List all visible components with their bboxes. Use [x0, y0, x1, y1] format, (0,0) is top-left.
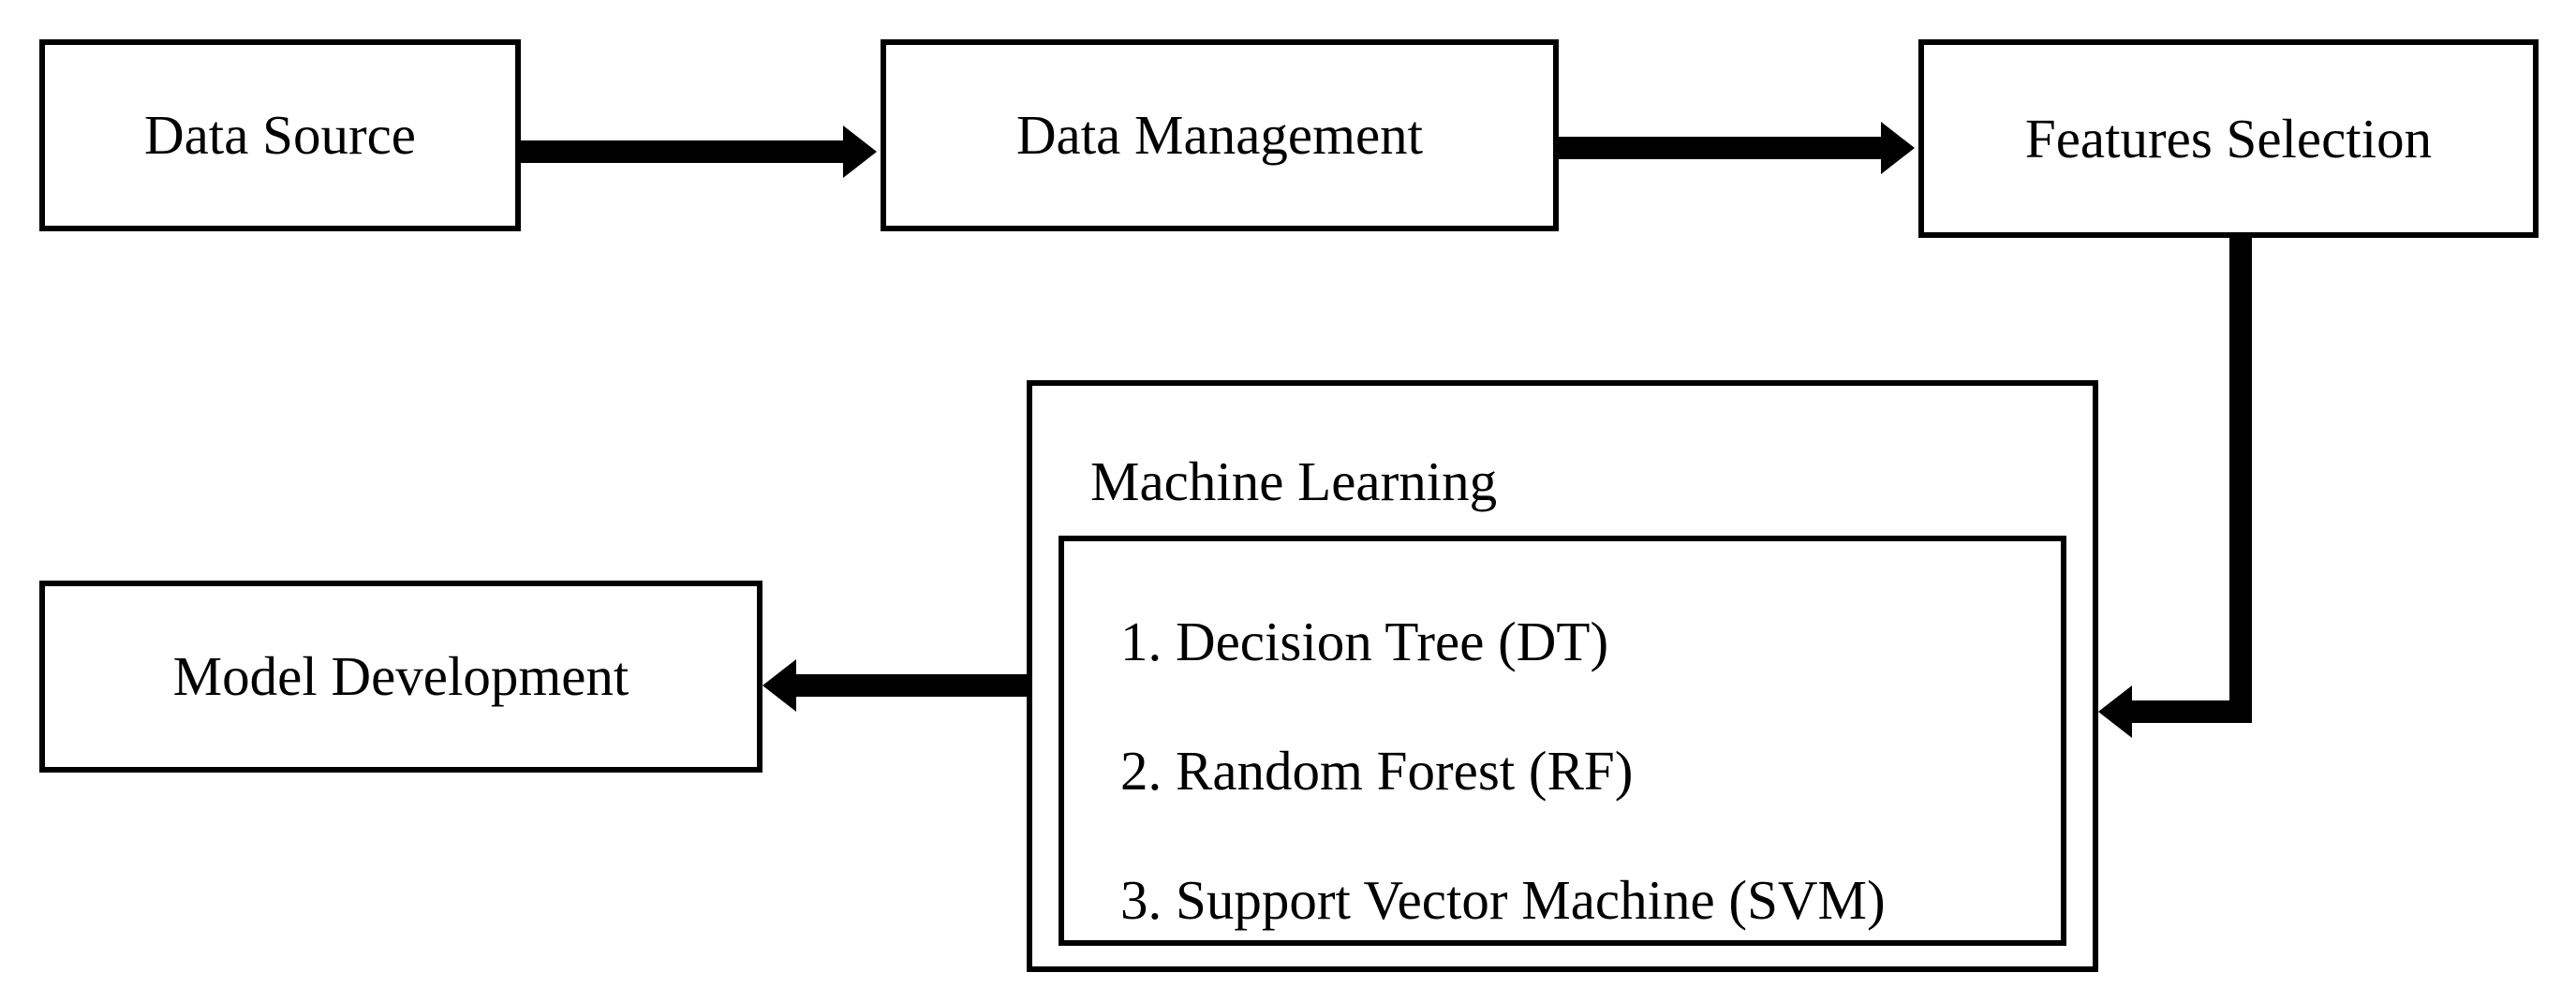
model-development-box: Model Development [39, 581, 762, 773]
algorithm-item-random-forest: 2. Random Forest (RF) [1120, 740, 1634, 802]
data-source-label: Data Source [144, 104, 416, 166]
data-management-label: Data Management [1015, 104, 1424, 166]
machine-learning-title: Machine Learning [1090, 450, 1498, 512]
data-source-box: Data Source [39, 39, 521, 231]
model-development-label: Model Development [172, 645, 629, 707]
arrow-management-to-features [1559, 122, 1915, 174]
machine-learning-box: Machine Learning 1. Decision Tree (DT) 2… [1027, 380, 2098, 972]
algorithm-item-svm: 3. Support Vector Machine (SVM) [1120, 869, 1886, 931]
features-selection-box: Features Selection [1918, 39, 2539, 238]
arrow-ml-to-model [762, 659, 1027, 712]
data-management-box: Data Management [881, 39, 1559, 231]
algorithm-item-decision-tree: 1. Decision Tree (DT) [1120, 611, 1609, 672]
arrow-source-to-management [521, 125, 877, 178]
features-selection-label: Features Selection [2024, 107, 2433, 169]
arrow-features-to-ml [2098, 238, 2252, 738]
algorithms-box: 1. Decision Tree (DT) 2. Random Forest (… [1059, 536, 2066, 946]
